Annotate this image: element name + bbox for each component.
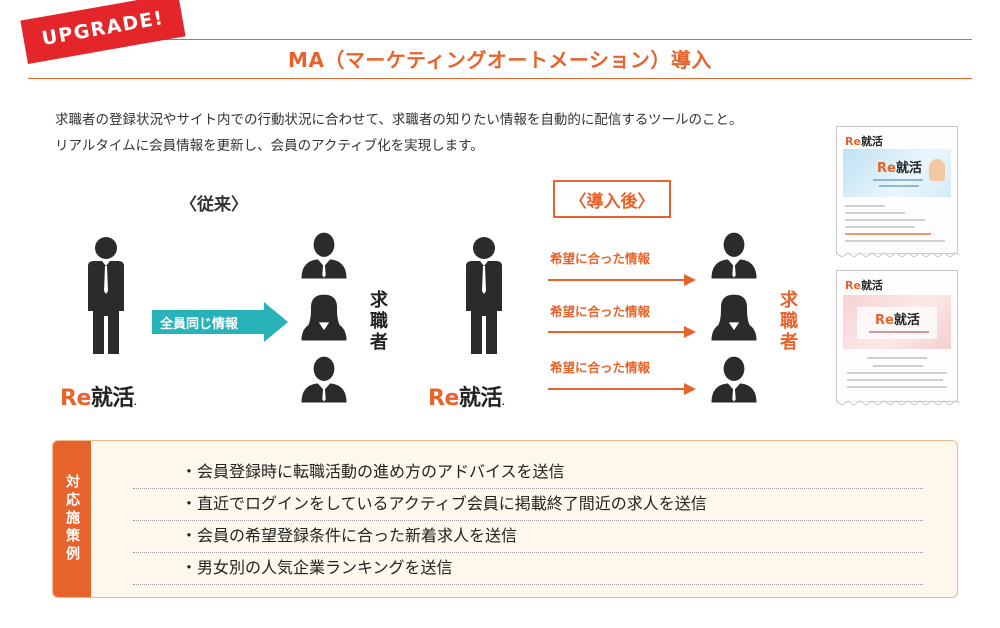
banner-logo: Re就活: [875, 313, 920, 328]
torn-edge: [836, 252, 960, 258]
job-seeker-label: 求職者: [777, 290, 798, 353]
mail-text-line: [847, 386, 947, 388]
banner-text-line: [879, 185, 919, 187]
banner-text-line: [869, 331, 929, 333]
mail-logo: Re就活: [845, 135, 883, 148]
re-shukatsu-logo: Re就活.: [60, 386, 137, 411]
banner-text-line: [873, 179, 923, 181]
mail-banner: Re就活: [843, 295, 951, 349]
email-thumbnail: Re就活 Re就活: [836, 126, 960, 258]
title-rule-top: [28, 39, 972, 40]
mail-text-line: [873, 365, 923, 367]
orange-arrow: [548, 326, 696, 338]
title-rule-bottom: [28, 78, 972, 79]
measure-item: ・直近でログインをしているアクティブ会員に掲載終了間近の求人を送信: [133, 489, 923, 521]
arrow-label: 希望に合った情報: [550, 251, 651, 266]
job-seeker-label: 求職者: [367, 290, 388, 353]
job-seeker-man-figure: [298, 354, 350, 406]
mail-text-line: [845, 212, 905, 214]
job-seeker-man-figure: [708, 354, 760, 406]
re-shukatsu-logo: Re就活.: [428, 386, 505, 411]
mail-text-line: [845, 219, 925, 221]
banner-card: [857, 307, 937, 339]
arrow-label: 希望に合った情報: [550, 360, 651, 375]
mail-text-line: [845, 226, 915, 228]
mail-text-line: [847, 372, 947, 374]
arrow-label: 希望に合った情報: [550, 304, 651, 319]
measure-item: ・会員登録時に転職活動の進め方のアドバイスを送信: [133, 457, 923, 489]
measures-side-label: 対応施策例: [53, 441, 91, 597]
teal-arrow: [152, 302, 288, 342]
job-seeker-man-figure: [298, 230, 350, 282]
measure-item: ・男女別の人気企業ランキングを送信: [133, 553, 923, 585]
banner-logo: Re就活: [877, 161, 922, 176]
mail-text-line: [867, 357, 927, 359]
before-label: 〈従来〉: [180, 195, 248, 215]
description: 求職者の登録状況やサイト内での行動状況に合わせて、求職者の知りたい情報を自動的に…: [55, 107, 825, 159]
page-title: MA（マーケティングオートメーション）導入: [288, 48, 712, 72]
orange-arrow: [548, 274, 696, 286]
teal-arrow-label: 全員同じ情報: [160, 317, 239, 332]
measures-list: ・会員登録時に転職活動の進め方のアドバイスを送信 ・直近でログインをしているアク…: [133, 457, 923, 585]
mail-text-line: [847, 379, 943, 381]
mail-highlight-line: [845, 233, 931, 235]
measures-panel: 対応施策例 ・会員登録時に転職活動の進め方のアドバイスを送信 ・直近でログインを…: [52, 440, 958, 598]
mail-text-line: [845, 240, 945, 242]
orange-arrow: [548, 383, 696, 395]
mail-logo: Re就活: [845, 279, 883, 292]
description-line: リアルタイムに会員情報を更新し、会員のアクティブ化を実現します。: [55, 138, 484, 154]
mail-text-line: [845, 205, 885, 207]
mail-banner: Re就活: [843, 149, 951, 197]
job-seeker-woman-figure: [298, 292, 350, 344]
company-person-figure: [80, 236, 132, 356]
banner-illustration: [929, 159, 945, 181]
torn-edge: [836, 400, 960, 406]
company-person-figure: [458, 236, 510, 356]
after-label: 〈導入後〉: [569, 191, 655, 212]
job-seeker-man-figure: [708, 230, 760, 282]
description-line: 求職者の登録状況やサイト内での行動状況に合わせて、求職者の知りたい情報を自動的に…: [55, 112, 743, 128]
email-thumbnail: Re就活 Re就活: [836, 270, 960, 406]
measure-item: ・会員の希望登録条件に合った新着求人を送信: [133, 521, 923, 553]
measures-side-text: 対応施策例: [64, 474, 80, 564]
job-seeker-woman-figure: [708, 292, 760, 344]
after-label-box: 〈導入後〉: [553, 180, 671, 218]
